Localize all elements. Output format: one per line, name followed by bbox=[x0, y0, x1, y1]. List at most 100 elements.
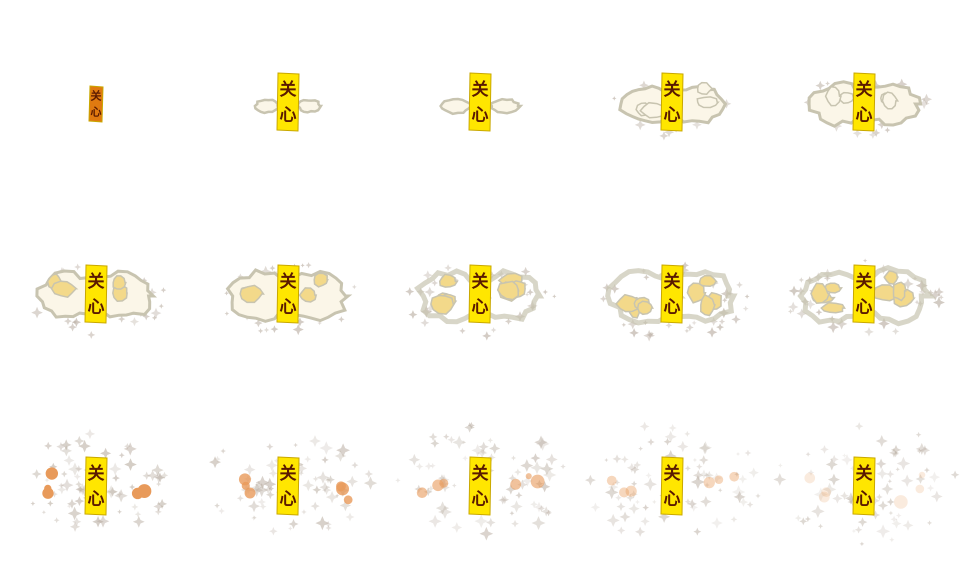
dust-particle bbox=[628, 503, 640, 515]
dust-particle bbox=[934, 287, 944, 297]
dust-particle bbox=[709, 317, 719, 326]
ember bbox=[915, 484, 925, 494]
dust-particle bbox=[447, 435, 456, 444]
dust-particle bbox=[220, 448, 226, 454]
dust-particle bbox=[748, 467, 759, 478]
dust-particle bbox=[124, 442, 131, 450]
dust-particle bbox=[504, 317, 512, 325]
dust-particle bbox=[479, 526, 494, 541]
dust-particle bbox=[510, 455, 517, 461]
dust-particle bbox=[84, 428, 96, 440]
frame-canvas: 关心 bbox=[30, 428, 169, 532]
talisman-glyph-top: 关 bbox=[664, 463, 681, 484]
dust-particle bbox=[895, 512, 902, 519]
effect-layer bbox=[209, 435, 378, 536]
dust-particle bbox=[699, 441, 712, 455]
dust-particle bbox=[156, 481, 162, 487]
dust-particle bbox=[489, 442, 501, 455]
dust-particle bbox=[157, 498, 168, 509]
dust-particle bbox=[805, 451, 811, 457]
dust-particle bbox=[918, 287, 927, 296]
dust-particle bbox=[919, 445, 931, 456]
talisman: 关心 bbox=[276, 456, 300, 516]
dust-particle bbox=[317, 320, 322, 326]
dust-particle bbox=[855, 422, 864, 431]
dust-particle bbox=[47, 500, 54, 507]
dust-particle bbox=[704, 482, 710, 488]
dust-particle bbox=[825, 458, 838, 471]
dust-particle bbox=[681, 261, 689, 270]
dust-particle bbox=[67, 506, 82, 521]
dust-particle bbox=[319, 481, 331, 493]
dust-particle bbox=[634, 119, 646, 131]
talisman-glyph-bottom: 心 bbox=[88, 490, 105, 510]
dust-particle bbox=[129, 483, 136, 491]
dust-particle bbox=[63, 454, 75, 466]
talisman-glyph-bottom: 心 bbox=[280, 490, 297, 510]
dust-particle bbox=[395, 477, 401, 484]
talisman-glyph-top: 关 bbox=[280, 463, 297, 484]
frame-canvas: 关心 bbox=[803, 72, 933, 139]
dust-particle bbox=[60, 478, 74, 492]
dust-particle bbox=[142, 471, 151, 480]
dust-particle bbox=[405, 287, 415, 297]
smoke-puff bbox=[823, 282, 843, 294]
dust-particle bbox=[875, 458, 887, 470]
dust-particle bbox=[480, 448, 487, 456]
dust-particle bbox=[639, 80, 649, 91]
dust-particle bbox=[520, 266, 531, 277]
dust-particle bbox=[315, 516, 330, 531]
dust-particle bbox=[796, 308, 807, 319]
talisman-glyph-bottom: 心 bbox=[88, 298, 105, 318]
dust-particle bbox=[630, 480, 638, 487]
dust-particle bbox=[692, 457, 698, 463]
dust-particle bbox=[665, 322, 673, 329]
talisman-paper bbox=[276, 72, 300, 132]
dust-particle bbox=[886, 498, 895, 506]
dust-particle bbox=[700, 495, 712, 508]
dust-particle bbox=[263, 477, 277, 491]
dust-particle bbox=[68, 322, 77, 332]
dust-particle bbox=[44, 477, 50, 483]
dust-particle bbox=[820, 445, 829, 454]
talisman-glyph-top: 关 bbox=[472, 463, 489, 484]
dust-particle bbox=[541, 506, 552, 517]
dust-particle bbox=[60, 445, 72, 457]
dust-particle bbox=[312, 475, 319, 482]
dust-particle bbox=[627, 318, 638, 330]
dust-particle bbox=[288, 518, 299, 529]
dust-particle bbox=[511, 519, 519, 528]
dust-particle bbox=[254, 480, 263, 489]
ember bbox=[893, 495, 908, 509]
dust-particle bbox=[467, 421, 475, 429]
dust-particle bbox=[691, 320, 697, 326]
dust-particle bbox=[620, 455, 629, 464]
dust-particle bbox=[609, 284, 620, 294]
dust-particle bbox=[832, 493, 843, 504]
dust-particle bbox=[288, 526, 293, 531]
dust-particle bbox=[646, 331, 654, 339]
dust-particle bbox=[805, 299, 816, 310]
dust-particle bbox=[545, 453, 558, 466]
dust-particle bbox=[428, 514, 442, 528]
dust-particle bbox=[815, 80, 826, 91]
dust-particle bbox=[346, 475, 359, 488]
ember bbox=[131, 487, 144, 500]
sprite-frame-8: 关心 bbox=[384, 192, 576, 384]
dust-particle bbox=[521, 475, 534, 487]
dust-particle bbox=[53, 517, 60, 524]
dust-particle bbox=[540, 462, 554, 476]
dust-particle bbox=[487, 271, 496, 280]
dust-particle bbox=[60, 470, 68, 478]
dust-particle bbox=[717, 488, 723, 493]
dust-particle bbox=[530, 453, 541, 464]
talisman-glyph-bottom: 心 bbox=[856, 106, 873, 126]
ember bbox=[606, 475, 617, 486]
dust-particle bbox=[520, 459, 534, 473]
dust-particle bbox=[158, 303, 164, 309]
dust-particle bbox=[78, 439, 91, 453]
talisman: 关心 bbox=[660, 264, 684, 324]
ember bbox=[238, 473, 251, 486]
sprite-frame-15: 关心 bbox=[768, 384, 960, 576]
